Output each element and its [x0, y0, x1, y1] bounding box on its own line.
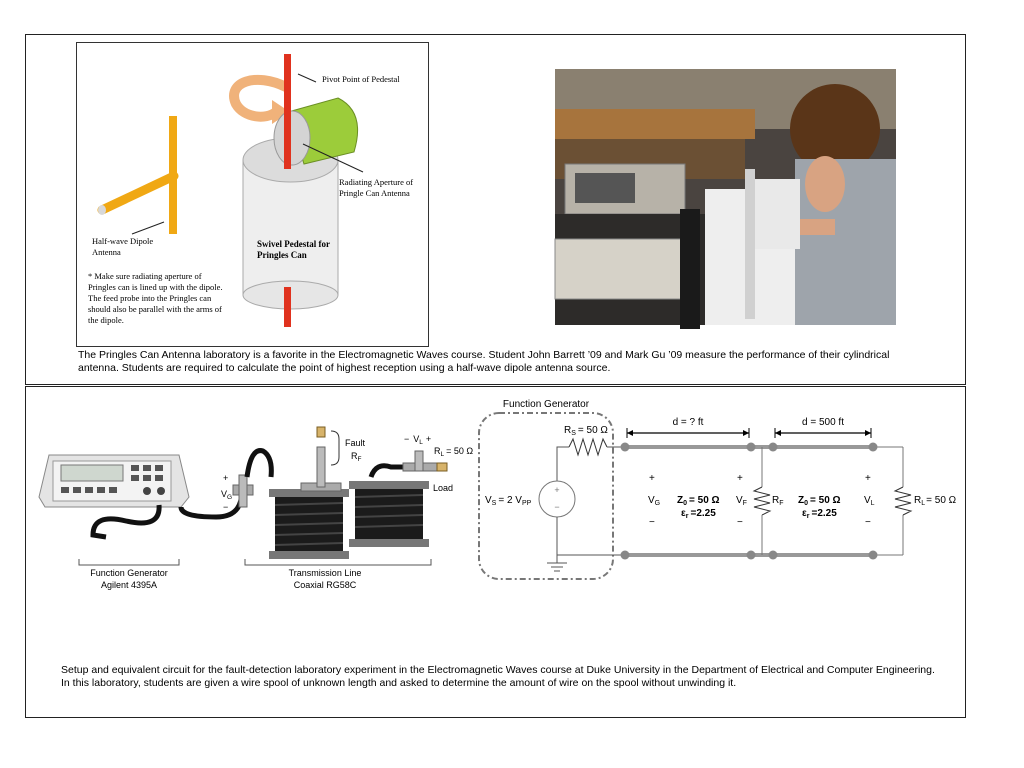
vf-plus: +	[737, 473, 743, 484]
pringles-panel: Pivot Point of Pedestal Radiating Apertu…	[25, 34, 966, 385]
circuit-rf-label: RF	[772, 495, 784, 507]
fault-detection-panel: Fault RF −VL+ RL= 50 Ω Load + VG − Funct…	[25, 386, 966, 718]
load-tee-connector-icon	[402, 450, 448, 472]
setup-illustration: Fault RF −VL+ RL= 50 Ω Load + VG − Funct…	[38, 426, 473, 590]
fg-label-line2: Agilent 4395A	[101, 580, 157, 590]
fg-bracket	[78, 559, 180, 566]
circuit-rl-label: RL= 50 Ω	[914, 495, 957, 507]
vl-minus: −	[865, 517, 871, 528]
vg-plus: +	[649, 473, 655, 484]
setup-rl-label: RL= 50 Ω	[434, 446, 473, 458]
length-arrow-seg1	[626, 428, 750, 438]
vf-label: VF	[736, 495, 747, 507]
ground-icon	[547, 562, 567, 572]
dipole-label-line2: Antenna	[92, 247, 121, 257]
fg-dashed-box	[478, 412, 614, 580]
note-line2: Pringles can is lined up with the dipole…	[88, 282, 223, 292]
dipole-antenna-icon	[97, 116, 179, 234]
vg-tee-connector-icon	[232, 474, 254, 508]
setup-vg-plus: +	[223, 473, 228, 483]
pringles-diagram: Pivot Point of Pedestal Radiating Apertu…	[76, 42, 429, 347]
seg1-z0-label: Z0= 50 Ω	[677, 495, 720, 507]
rotation-arrow-icon	[229, 74, 291, 122]
seg1-eps-label: εr=2.25	[681, 508, 716, 520]
rotation-arrowhead-icon	[272, 100, 290, 124]
tl-bracket	[244, 559, 432, 566]
svg-text:+: +	[554, 485, 559, 495]
tl-label-line2: Coaxial RG58C	[294, 580, 357, 590]
pivot-rod-bottom-icon	[284, 287, 291, 327]
equivalent-circuit: Function Generator + − RS= 50 Ω VS= 2 VP…	[478, 399, 957, 580]
seg2-length-label: d = 500 ft	[802, 417, 844, 428]
aperture-label-line2: Pringle Can Antenna	[339, 188, 410, 198]
pivot-label: Pivot Point of Pedestal	[322, 74, 400, 84]
vg-minus: −	[649, 517, 655, 528]
lab-photo	[554, 69, 896, 329]
note-line3: The feed probe into the Pringles can	[88, 293, 212, 303]
rs-resistor-icon	[568, 437, 608, 457]
fg-label-line1: Function Generator	[90, 568, 168, 578]
note-line1: * Make sure radiating aperture of	[88, 271, 202, 281]
pringles-caption: The Pringles Can Antenna laboratory is a…	[78, 349, 890, 374]
pringles-can-icon	[273, 97, 359, 166]
setup-rf-label: RF	[351, 451, 362, 463]
pedestal-label-line2: Pringles Can	[257, 250, 307, 260]
vf-minus: −	[737, 517, 743, 528]
load-label: Load	[433, 483, 453, 493]
svg-text:−: −	[554, 502, 559, 512]
fault-detection-caption: Setup and equivalent circuit for the fau…	[61, 664, 935, 689]
pivot-rod-icon	[284, 54, 291, 169]
seg1-length-label: d = ? ft	[673, 417, 704, 428]
setup-vg-label: VG	[221, 489, 232, 501]
seg2-z0-label: Z0= 50 Ω	[798, 495, 841, 507]
vs-label: VS= 2 VPP	[485, 495, 532, 507]
dipole-label-line1: Half-wave Dipole	[92, 236, 153, 246]
function-generator-icon	[38, 454, 190, 508]
vg-label: VG	[648, 495, 660, 507]
wire-spool-1-icon	[269, 489, 349, 559]
vl-label: VL	[864, 495, 875, 507]
setup-vl-label: −VL+	[404, 434, 431, 446]
note-line4: should also be parallel with the arms of	[88, 304, 222, 314]
setup-vg-minus: −	[223, 502, 228, 512]
note-line5: the dipole.	[88, 315, 124, 325]
tl-label-line1: Transmission Line	[289, 568, 362, 578]
vl-plus: +	[865, 473, 871, 484]
rs-label: RS= 50 Ω	[564, 425, 608, 437]
fault-tee-connector-icon	[300, 426, 342, 492]
rl-resistor-icon	[893, 486, 913, 516]
aperture-label-line1: Radiating Aperture of	[339, 177, 413, 187]
pedestal-label-line1: Swivel Pedestal for	[257, 239, 330, 249]
fg-title: Function Generator	[503, 399, 590, 410]
rf-resistor-icon	[752, 486, 772, 516]
seg2-eps-label: εr=2.25	[802, 508, 837, 520]
wire-spool-2-icon	[349, 481, 429, 547]
fault-label: Fault	[345, 438, 366, 448]
length-arrow-seg2	[774, 428, 872, 438]
